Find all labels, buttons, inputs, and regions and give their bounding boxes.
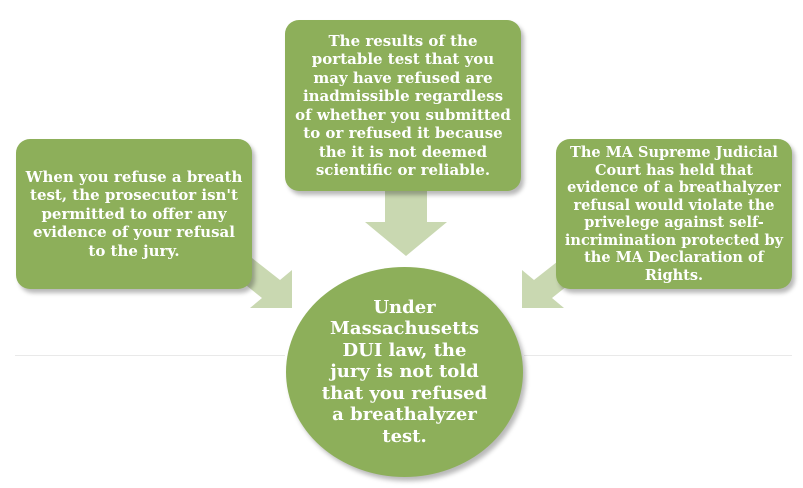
right-box-text: The MA Supreme Judicial Court has held t… — [564, 144, 784, 284]
left-box: When you refuse a breath test, the prose… — [16, 139, 252, 289]
left-box-text: When you refuse a breath test, the prose… — [25, 167, 243, 260]
center-circle-text: Under Massachusetts DUI law, the jury is… — [321, 296, 488, 447]
right-box: The MA Supreme Judicial Court has held t… — [556, 139, 792, 289]
arrow-down — [365, 178, 447, 256]
faint-line-left — [15, 355, 285, 356]
center-circle: Under Massachusetts DUI law, the jury is… — [286, 267, 523, 477]
top-box: The results of the portable test that yo… — [285, 20, 521, 191]
faint-line-right — [524, 355, 792, 356]
top-box-text: The results of the portable test that yo… — [295, 31, 511, 180]
